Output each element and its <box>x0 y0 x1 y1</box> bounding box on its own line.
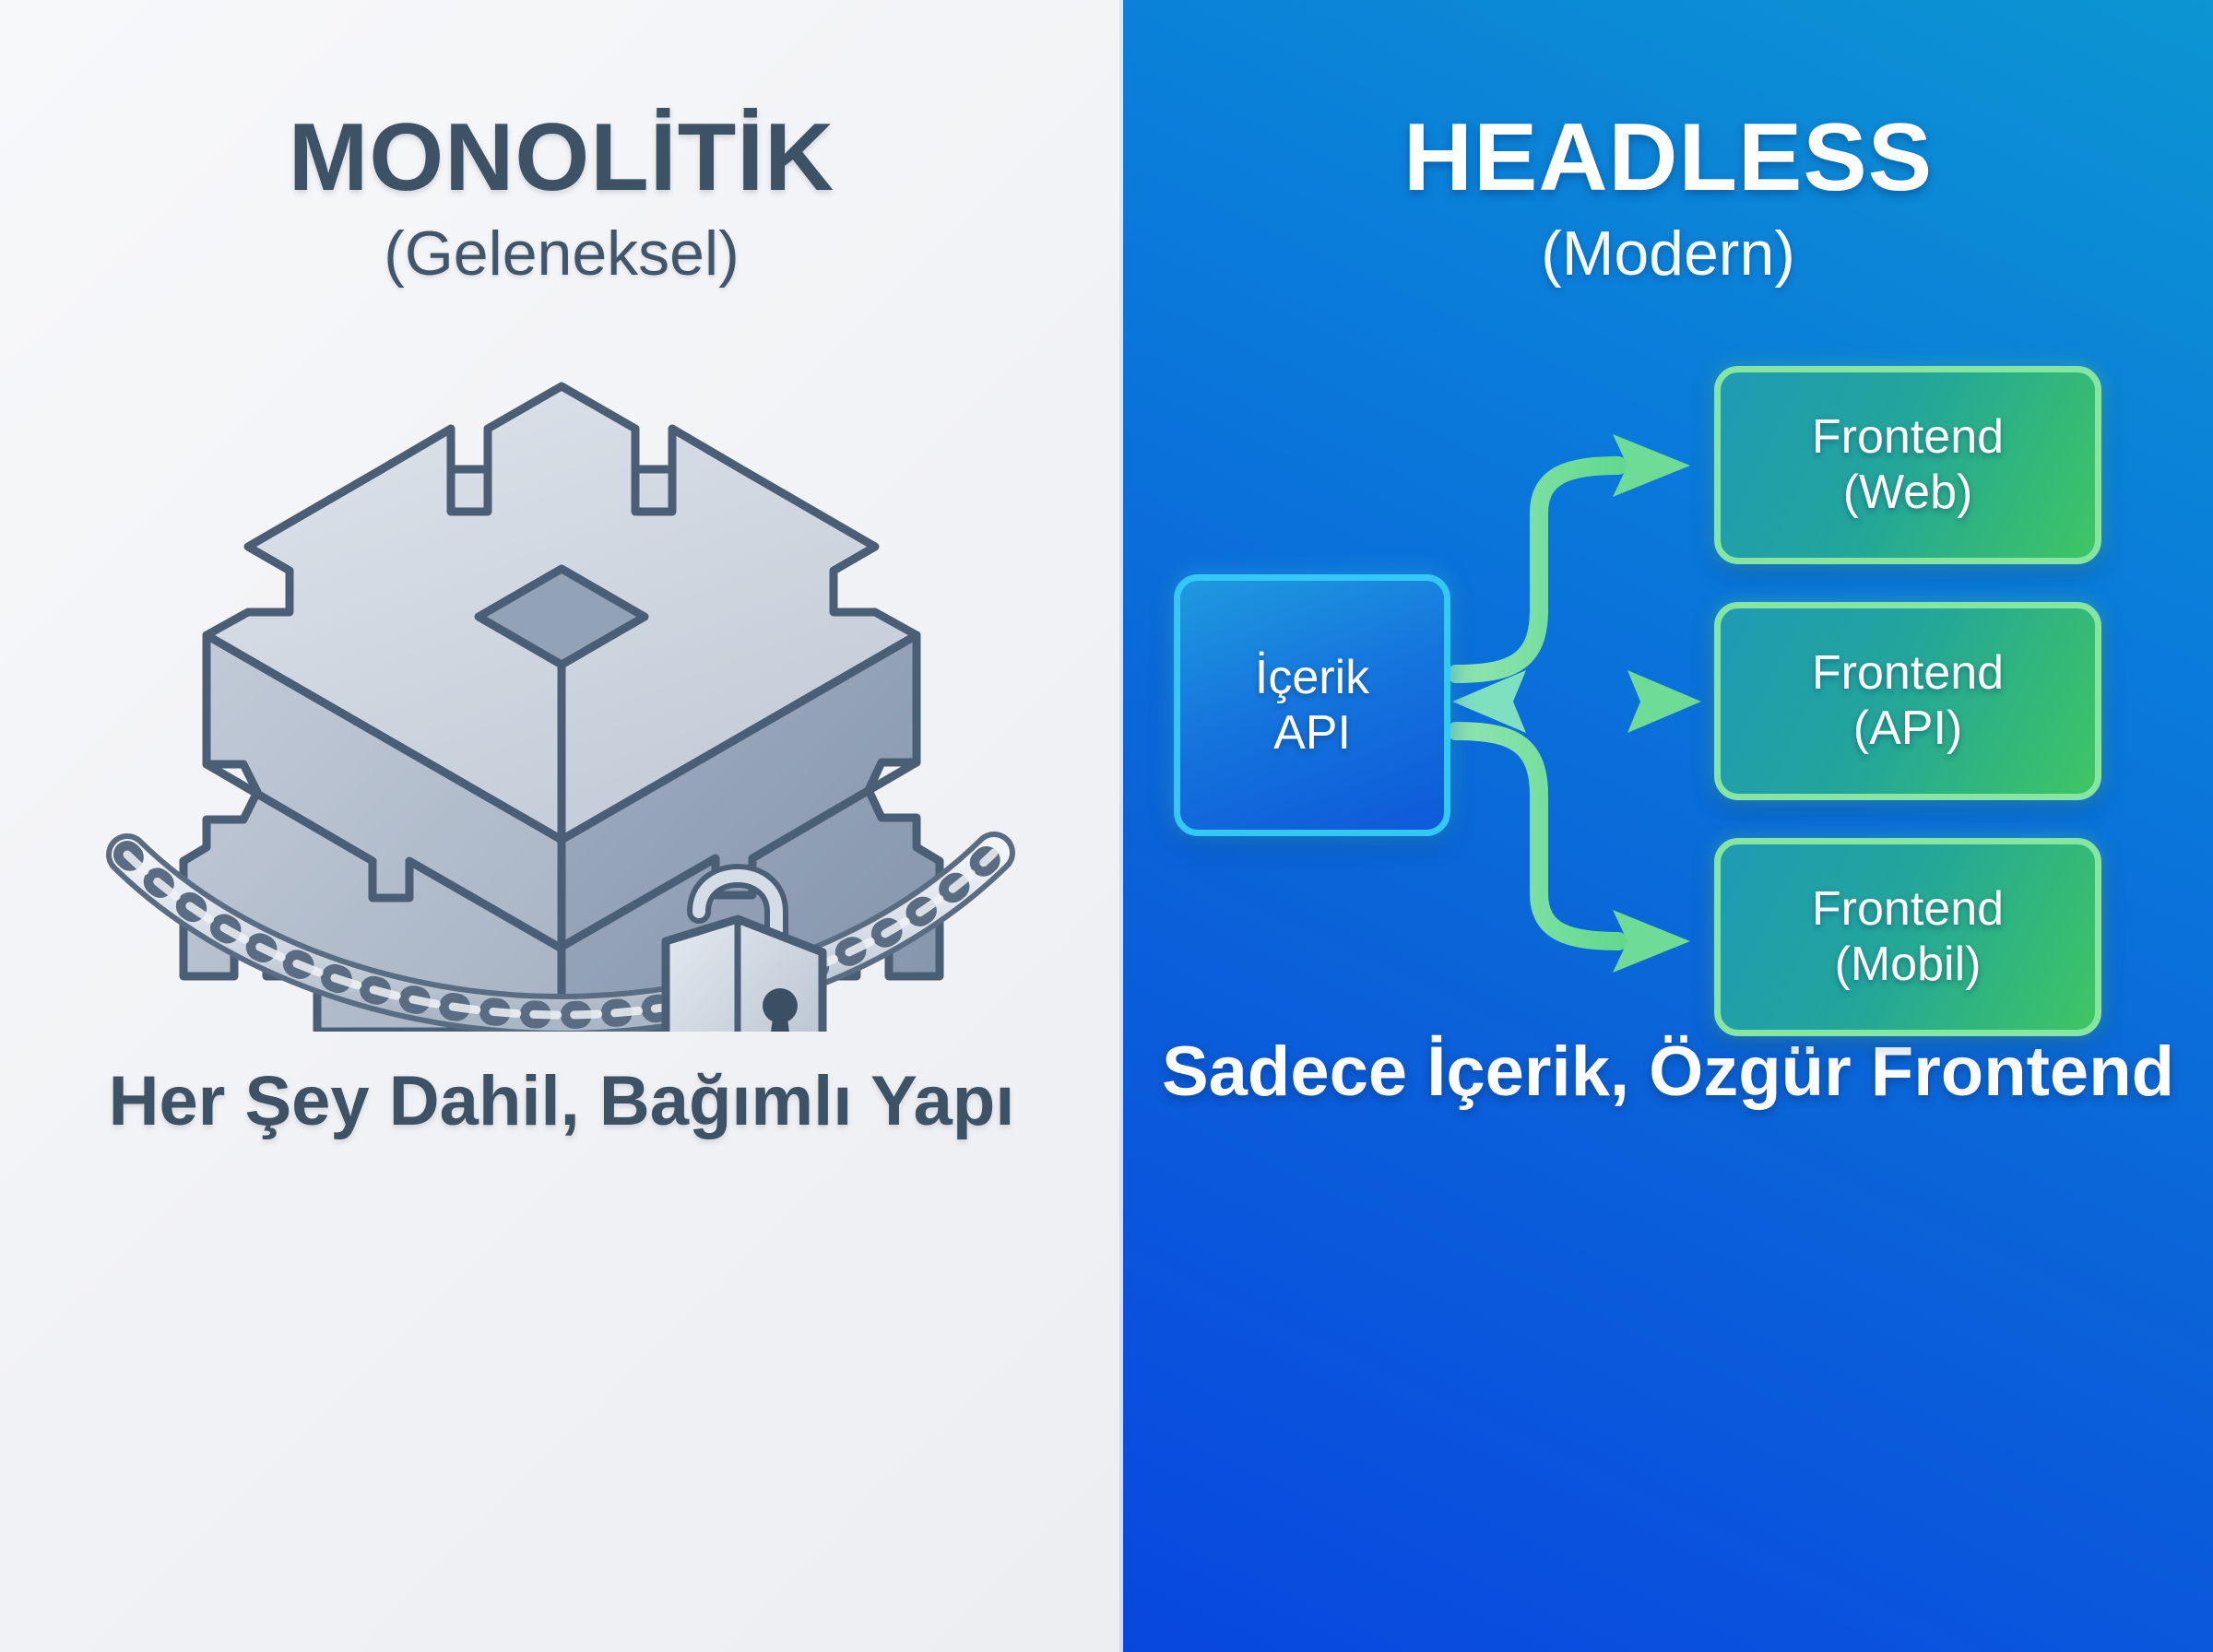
headless-title: HEADLESS <box>1402 104 1934 211</box>
headless-architecture-diagram: İçerik API Frontend (Web) Frontend (API)… <box>1152 346 2184 1036</box>
headless-caption: Sadece İçerik, Özgür Frontend <box>1162 1030 2174 1115</box>
chain-group <box>106 831 1015 1032</box>
node-frontend-mobil[interactable]: Frontend (Mobil) <box>1714 837 2101 1036</box>
headless-panel: HEADLESS (Modern) <box>1123 0 2213 1652</box>
headless-caption-line1: Sadece İçerik, <box>1161 1032 1629 1111</box>
node-icerik-api[interactable]: İçerik API <box>1174 573 1450 836</box>
arrow-api-to-web <box>1447 433 1690 683</box>
headless-caption-line2: Özgür Frontend <box>1649 1032 2175 1111</box>
node-frontend-mobil-line1: Frontend <box>1811 882 2005 937</box>
arrow-api-to-api-bidirectional <box>1452 669 1701 733</box>
connector-arrows-svg <box>1447 433 1701 973</box>
monolithic-title: MONOLİTİK <box>288 104 835 211</box>
node-frontend-api[interactable]: Frontend (API) <box>1714 601 2101 800</box>
monolithic-caption: Her Şey Dahil, Bağımlı Yapı <box>109 1059 1015 1145</box>
headless-subtitle: (Modern) <box>1541 218 1795 289</box>
node-frontend-web-line1: Frontend <box>1811 410 2005 465</box>
monolithic-subtitle: (Geleneksel) <box>384 218 740 289</box>
puzzle-cube-svg <box>106 382 1015 1032</box>
monolithic-caption-line2: Bağımlı Yapı <box>598 1061 1015 1140</box>
node-frontend-web[interactable]: Frontend (Web) <box>1714 365 2101 564</box>
node-frontend-web-line2: (Web) <box>1842 466 1973 520</box>
padlock-group <box>661 863 827 1032</box>
node-icerik-api-line2: API <box>1273 705 1351 760</box>
node-frontend-mobil-line2: (Mobil) <box>1834 938 1982 992</box>
monolithic-panel: MONOLİTİK (Geleneksel) <box>0 0 1123 1652</box>
monolithic-caption-line1: Her Şey Dahil, <box>108 1061 580 1140</box>
node-icerik-api-line1: İçerik <box>1254 650 1370 704</box>
chained-puzzle-cube-illustration <box>96 331 1027 1032</box>
node-frontend-api-line2: (API) <box>1852 702 1963 756</box>
node-frontend-api-line1: Frontend <box>1811 646 2005 701</box>
arrow-api-to-mobil <box>1447 721 1690 973</box>
